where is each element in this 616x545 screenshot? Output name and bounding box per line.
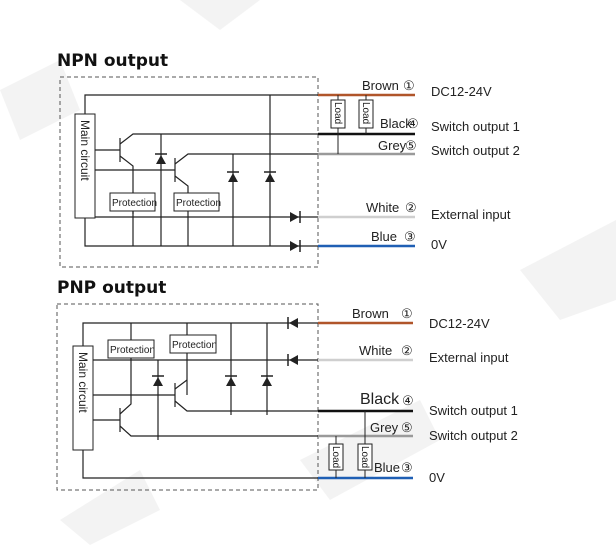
- pnp-diode-1-icon: [153, 377, 163, 386]
- pnp-title: PNP output: [57, 278, 166, 298]
- pnp-diode-3-icon: [262, 377, 272, 386]
- pnp-signal-dc: DC12-24V: [429, 316, 490, 331]
- pnp-protection-box-2: [169, 334, 217, 354]
- pnp-load-box-2: [357, 443, 373, 471]
- npn-diode-white-icon: [290, 212, 299, 222]
- npn-signal-switch-2: Switch output 2: [431, 143, 520, 158]
- npn-diodes: [155, 153, 301, 252]
- pnp-wire-num-brown: ①: [401, 306, 413, 321]
- pnp-enclosure: [56, 303, 319, 491]
- npn-section: NPN output Main circuit: [57, 51, 520, 268]
- npn-protection-label-1: Protection: [112, 198, 157, 209]
- npn-load-label-2: Load: [360, 102, 371, 124]
- pnp-wire-label-brown: Brown: [352, 306, 389, 321]
- pnp-diode-white-icon: [289, 355, 298, 365]
- npn-diode-1-icon: [156, 155, 166, 164]
- pnp-protection-label-1: Protection: [110, 345, 155, 356]
- pnp-wire-num-blue: ③: [401, 460, 413, 475]
- pnp-load-box-1: [328, 443, 344, 471]
- pnp-signal-switch-2: Switch output 2: [429, 428, 518, 443]
- npn-wire-label-white: White: [366, 200, 399, 215]
- npn-signal-external: External input: [431, 207, 511, 222]
- pnp-signal-switch-1: Switch output 1: [429, 403, 518, 418]
- pnp-wire-label-blue: Blue: [374, 460, 400, 475]
- npn-wire-label-black: Black: [380, 116, 412, 131]
- pnp-wire-label-white: White: [359, 343, 392, 358]
- npn-diode-2-icon: [228, 173, 238, 182]
- npn-main-circuit-label: Main circuit: [78, 120, 92, 181]
- pnp-main-circuit-label: Main circuit: [76, 352, 90, 413]
- npn-wire-num-brown: ①: [403, 78, 415, 93]
- pnp-wire-num-white: ②: [401, 343, 413, 358]
- pnp-diodes: [152, 317, 298, 386]
- npn-signal-switch-1: Switch output 1: [431, 119, 520, 134]
- pnp-protection-label-2: Protection: [172, 340, 217, 351]
- pnp-protection-box-1: [107, 339, 155, 359]
- npn-wire-num-grey: ⑤: [405, 138, 417, 153]
- npn-enclosure: [59, 76, 319, 268]
- npn-signal-dc: DC12-24V: [431, 84, 492, 99]
- npn-protection-label-2: Protection: [176, 198, 221, 209]
- pnp-signal-0v: 0V: [429, 470, 445, 485]
- npn-signal-0v: 0V: [431, 237, 447, 252]
- npn-load-wiring: [337, 95, 367, 154]
- npn-diode-blue-icon: [290, 241, 299, 251]
- npn-wire-label-brown: Brown: [362, 78, 399, 93]
- npn-title: NPN output: [57, 51, 168, 71]
- pnp-wire-num-black: ④: [402, 393, 414, 408]
- npn-load-box-2: [358, 99, 374, 129]
- pnp-wire-label-black: Black: [360, 391, 400, 408]
- pnp-load-label-1: Load: [330, 446, 341, 468]
- pnp-diode-2-icon: [226, 377, 236, 386]
- npn-wire-num-blue: ③: [404, 229, 416, 244]
- npn-wire-label-blue: Blue: [371, 229, 397, 244]
- pnp-wire-num-grey: ⑤: [401, 420, 413, 435]
- npn-wire-num-black: ④: [407, 116, 419, 131]
- pnp-section: PNP output Main circuit: [56, 278, 518, 491]
- npn-wire-num-white: ②: [405, 200, 417, 215]
- pnp-wire-label-grey: Grey: [370, 420, 399, 435]
- pnp-signal-external: External input: [429, 350, 509, 365]
- npn-internal-wiring: [84, 94, 318, 247]
- npn-diode-3-icon: [265, 173, 275, 182]
- pnp-load-label-2: Load: [359, 446, 370, 468]
- npn-wire-label-grey: Grey: [378, 138, 407, 153]
- pnp-load-wiring: [335, 411, 366, 478]
- pnp-diode-brown-icon: [289, 318, 298, 328]
- npn-protection-box-1: [109, 192, 156, 212]
- npn-protection-box-2: [173, 192, 220, 212]
- npn-load-box-1: [330, 99, 346, 129]
- npn-load-label-1: Load: [332, 102, 343, 124]
